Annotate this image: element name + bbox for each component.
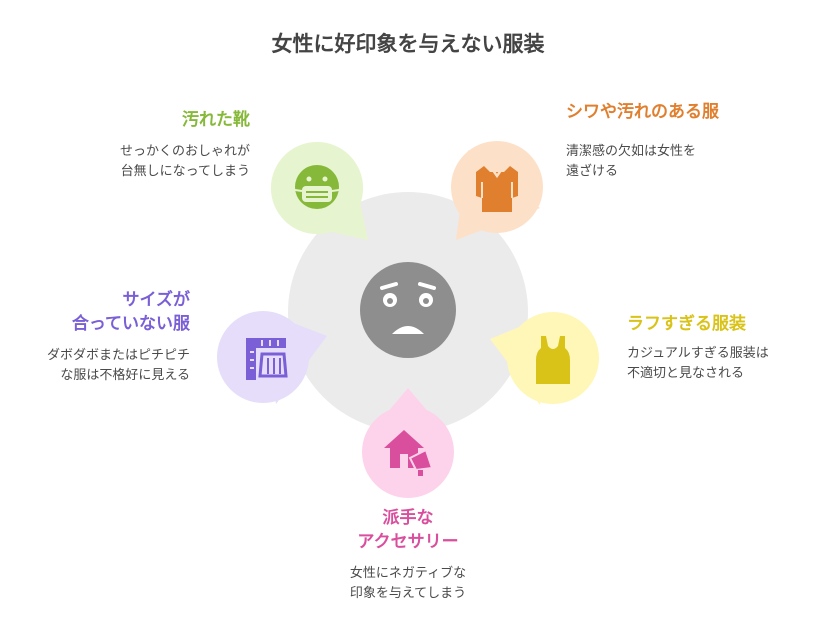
page-title: 女性に好印象を与えない服装 [271, 32, 545, 56]
home-megaphone-icon [384, 430, 434, 476]
item-label-ill-fitting: サイズが 合っていない服 [71, 290, 190, 334]
item-desc-ill-fitting: ダボダボまたはピチピチ な服は不格好に見える [46, 348, 190, 383]
item-label-wrinkled-clothes: シワや汚れのある服 [566, 102, 719, 122]
shirt-icon [476, 165, 518, 212]
item-desc-wrinkled-clothes: 清潔感の欠如は女性を 遠ざける [566, 144, 697, 179]
ruler-icon [246, 338, 288, 380]
tank-top-icon [536, 336, 570, 384]
item-desc-dirty-shoes: せっかくのおしゃれが 台無しになってしまう [119, 144, 250, 179]
item-desc-too-casual: カジュアルすぎる服装は 不適切と見なされる [627, 346, 769, 381]
item-label-too-casual: ラフすぎる服装 [627, 314, 746, 334]
face-mask-icon [294, 165, 340, 209]
worried-face-icon [360, 262, 456, 358]
item-label-flashy-accessories: 派手な アクセサリー [357, 508, 459, 552]
item-label-dirty-shoes: 汚れた靴 [182, 110, 250, 130]
item-desc-flashy-accessories: 女性にネガティブな 印象を与えてしまう [349, 566, 467, 601]
